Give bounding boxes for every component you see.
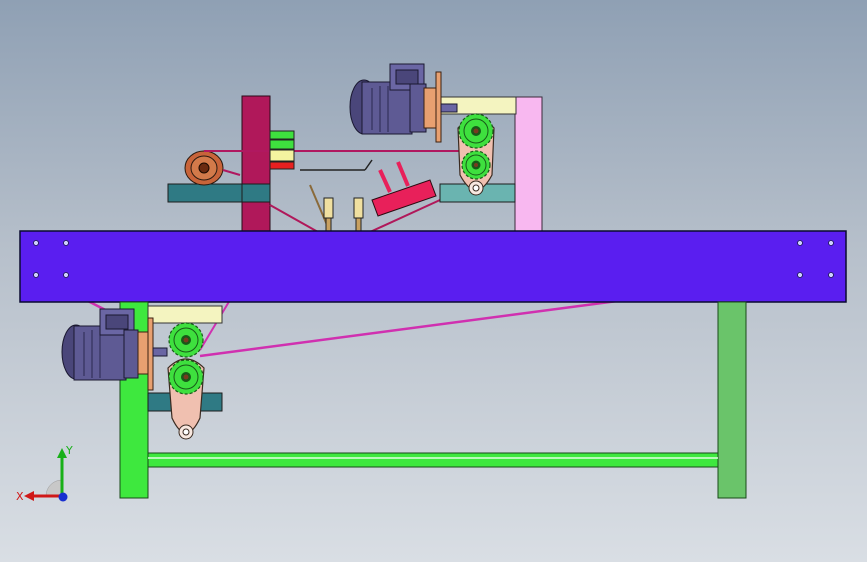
guide-pins[interactable] [323, 197, 364, 233]
left-upright-post[interactable] [241, 95, 271, 233]
upper-sprocket-top[interactable] [458, 113, 494, 149]
coordinate-triad: Y X [16, 444, 73, 503]
lower-motor[interactable] [61, 308, 168, 391]
right-upright-post[interactable] [514, 96, 543, 233]
diagonal-linkages [269, 159, 441, 233]
upper-motor[interactable] [349, 63, 458, 143]
main-beam[interactable] [19, 230, 847, 303]
upper-sprocket-bottom[interactable] [461, 150, 491, 180]
x-axis-head [24, 491, 34, 501]
z-axis-dot [58, 492, 68, 502]
lower-belt-stub [222, 169, 241, 176]
drum-pulley[interactable] [184, 150, 224, 186]
triad-plane [45, 479, 63, 497]
right-frame-leg[interactable] [717, 301, 747, 499]
angled-red-block[interactable] [371, 161, 437, 217]
lower-sprocket-bottom[interactable] [168, 359, 204, 395]
color-block-stack[interactable] [269, 130, 295, 170]
lower-rail[interactable] [147, 305, 223, 324]
left-bracket-extension [241, 183, 271, 203]
x-axis-label: X [16, 490, 24, 503]
y-axis-head [57, 448, 67, 458]
y-axis-label: Y [65, 444, 73, 457]
lower-crossbar[interactable] [147, 452, 719, 468]
left-bracket[interactable] [167, 183, 243, 203]
lower-sprocket-top[interactable] [168, 322, 204, 358]
